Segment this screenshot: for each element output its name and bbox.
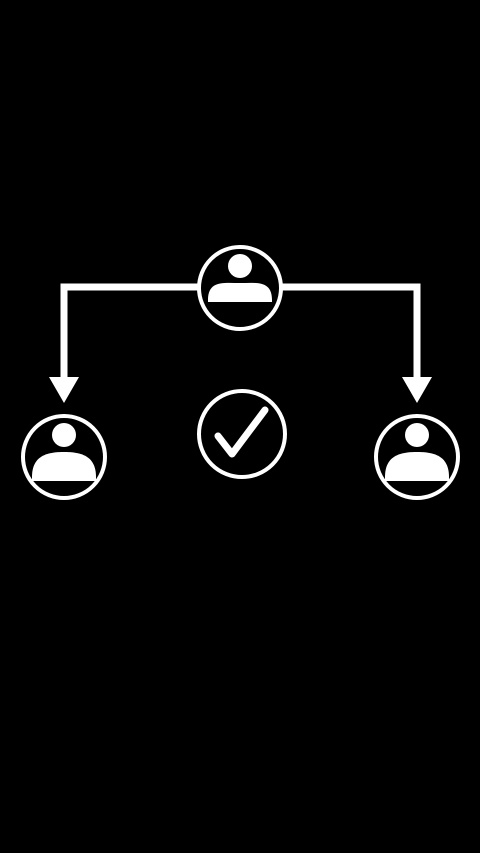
connector-left [49, 283, 200, 403]
checkmark-icon [214, 406, 269, 458]
arrow-down-icon [402, 377, 432, 403]
connector-left-line [60, 283, 200, 380]
source-user-node [197, 245, 283, 331]
approval-ring [197, 389, 287, 479]
connector-right [281, 283, 432, 403]
arrow-down-icon [49, 377, 79, 403]
user-icon [32, 423, 96, 481]
connector-right-line [281, 283, 421, 380]
left-recipient-node [21, 414, 107, 500]
approval-node [197, 389, 287, 479]
user-icon [208, 254, 272, 302]
user-icon [385, 423, 449, 481]
right-recipient-node [374, 414, 460, 500]
